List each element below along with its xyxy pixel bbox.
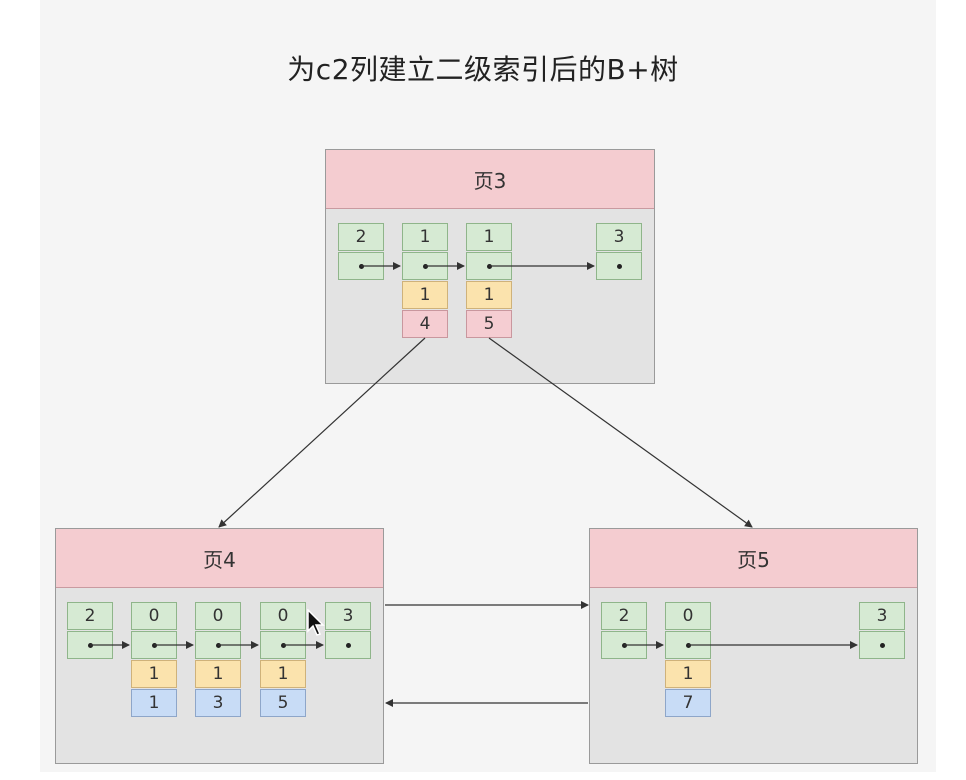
page-5-header: 页5 bbox=[590, 529, 917, 588]
pointer-dot bbox=[422, 263, 428, 269]
pointer-dot bbox=[616, 263, 622, 269]
page-4-record-2-key: 0 bbox=[131, 602, 177, 630]
page-3-header: 页3 bbox=[326, 150, 654, 209]
page-3-record-3-page-no: 5 bbox=[466, 310, 512, 338]
page-4-record-4-pointer bbox=[260, 631, 306, 659]
pointer-dot bbox=[345, 642, 351, 648]
pointer-dot bbox=[151, 642, 157, 648]
page-4-header: 页4 bbox=[56, 529, 383, 588]
page-4-record-2-primary-key: 1 bbox=[131, 689, 177, 717]
diagram-title: 为c2列建立二级索引后的B+树 bbox=[287, 53, 679, 86]
page-4-record-4-primary-key: 5 bbox=[260, 689, 306, 717]
page-3-record-1-pointer bbox=[338, 252, 384, 280]
page-4-record-2-c3: 1 bbox=[131, 660, 177, 688]
page-5-record-2-c3: 1 bbox=[665, 660, 711, 688]
pointer-dot bbox=[280, 642, 286, 648]
page-4-record-5-key: 3 bbox=[325, 602, 371, 630]
page-5-record-3-pointer bbox=[859, 631, 905, 659]
pointer-dot bbox=[621, 642, 627, 648]
page-4-record-3-c3: 1 bbox=[195, 660, 241, 688]
page-4-record-1-pointer bbox=[67, 631, 113, 659]
pointer-dot bbox=[87, 642, 93, 648]
page-5-record-1-key: 2 bbox=[601, 602, 647, 630]
page-5-record-2-primary-key: 7 bbox=[665, 689, 711, 717]
page-3-record-4-key: 3 bbox=[596, 223, 642, 251]
page-4-record-3-pointer bbox=[195, 631, 241, 659]
pointer-dot bbox=[215, 642, 221, 648]
page-4-record-4-c3: 1 bbox=[260, 660, 306, 688]
page-3-record-2-key: 1 bbox=[402, 223, 448, 251]
page-3-record-3-c3: 1 bbox=[466, 281, 512, 309]
page-4-record-3-key: 0 bbox=[195, 602, 241, 630]
pointer-dot bbox=[879, 642, 885, 648]
pointer-dot bbox=[685, 642, 691, 648]
page-3-record-4-pointer bbox=[596, 252, 642, 280]
page-3-record-3-key: 1 bbox=[466, 223, 512, 251]
page-5-record-1-pointer bbox=[601, 631, 647, 659]
page-4-record-2-pointer bbox=[131, 631, 177, 659]
page-3-record-2-pointer bbox=[402, 252, 448, 280]
page-3-record-2-c3: 1 bbox=[402, 281, 448, 309]
page-3-record-1-key: 2 bbox=[338, 223, 384, 251]
page-4-record-4-key: 0 bbox=[260, 602, 306, 630]
page-5-record-3-key: 3 bbox=[859, 602, 905, 630]
page-3-record-2-page-no: 4 bbox=[402, 310, 448, 338]
mouse-pointer-icon bbox=[307, 608, 327, 643]
pointer-dot bbox=[486, 263, 492, 269]
pointer-dot bbox=[358, 263, 364, 269]
page-4-record-1-key: 2 bbox=[67, 602, 113, 630]
page-4-record-5-pointer bbox=[325, 631, 371, 659]
page-4-record-3-primary-key: 3 bbox=[195, 689, 241, 717]
page-5-record-2-key: 0 bbox=[665, 602, 711, 630]
page-3-record-3-pointer bbox=[466, 252, 512, 280]
page-5-record-2-pointer bbox=[665, 631, 711, 659]
